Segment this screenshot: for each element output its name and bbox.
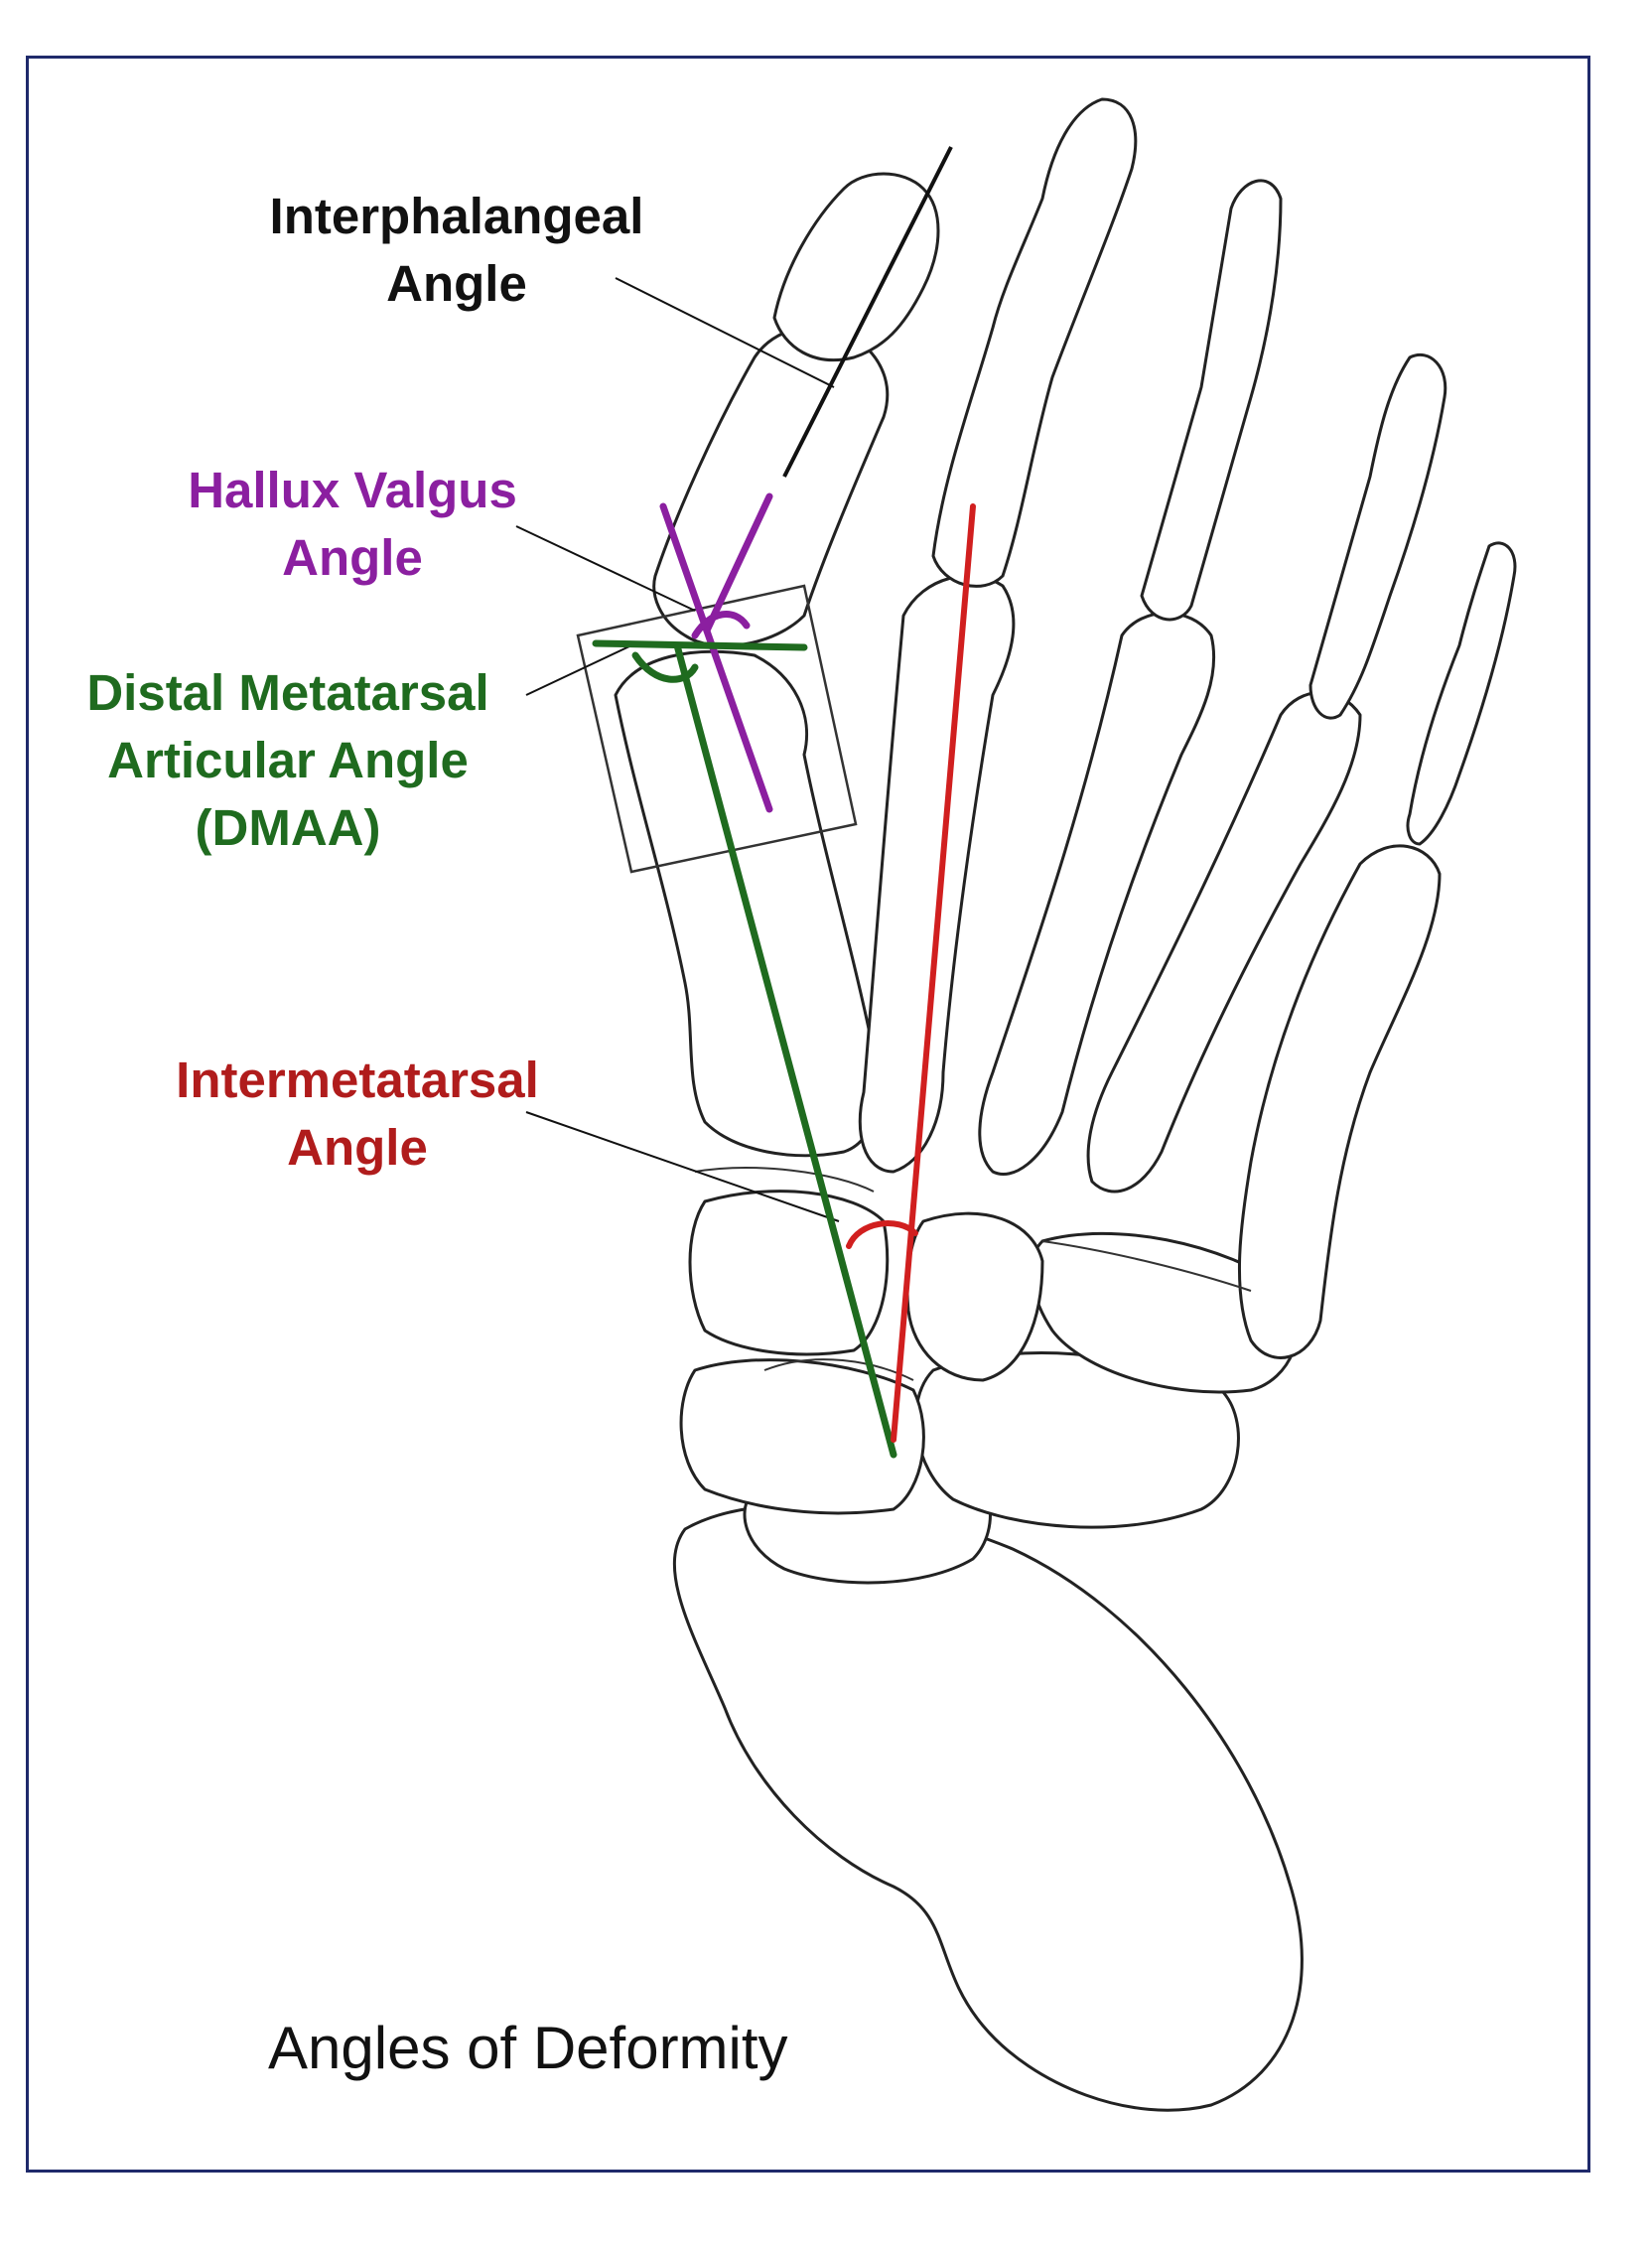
hallux-valgus-angle-label: Hallux Valgus Angle	[129, 457, 576, 592]
cuboid-bone	[1030, 1231, 1301, 1394]
intermetatarsal-label-line1: Intermetatarsal	[176, 1052, 539, 1108]
hallux-valgus-metatarsal-axis	[659, 502, 773, 813]
medial-cuneiform-bone	[679, 1358, 925, 1515]
hallux-valgus-angle-arc	[691, 611, 751, 639]
calcaneus-bone	[672, 1502, 1304, 2112]
intermetatarsal-angle-arc	[846, 1220, 918, 1249]
hallux-valgus-label-line2: Angle	[282, 529, 423, 586]
intermetatarsal-angle-label: Intermetatarsal Angle	[109, 1047, 606, 1182]
intermediate-cuneiform-bone	[688, 1190, 890, 1356]
dmaa-label: Distal Metatarsal Articular Angle (DMAA)	[20, 659, 556, 862]
fifth-metatarsal-bone	[1237, 844, 1442, 1359]
fifth-toe-phalanges	[1406, 541, 1517, 846]
second-toe-phalanges	[931, 97, 1138, 588]
hallux-valgus-label-line1: Hallux Valgus	[188, 462, 517, 518]
dmaa-articular-line	[592, 639, 808, 651]
third-metatarsal-bone	[978, 612, 1216, 1176]
dmaa-metatarsal-axis	[673, 641, 897, 1459]
interphalangeal-angle-label: Interphalangeal Angle	[199, 183, 715, 318]
dmaa-label-line3: (DMAA)	[195, 799, 381, 856]
hallux-valgus-pointer-line	[515, 525, 696, 612]
hallux-valgus-phalanx-axis	[703, 492, 773, 634]
dmaa-label-line2: Articular Angle	[107, 732, 469, 788]
interphalangeal-label-line1: Interphalangeal	[269, 188, 644, 244]
intermetatarsal-second-axis	[891, 503, 976, 1443]
interphalangeal-axis-line	[782, 146, 953, 478]
third-toe-phalanges	[1140, 179, 1283, 622]
interphalangeal-label-line2: Angle	[386, 255, 527, 312]
dmaa-detail-box	[576, 584, 858, 874]
intermetatarsal-label-line2: Angle	[287, 1119, 428, 1176]
interphalangeal-pointer-line	[615, 277, 835, 388]
second-metatarsal-bone	[858, 574, 1016, 1174]
dmaa-pointer-line	[525, 644, 632, 696]
intermetatarsal-pointer-line	[525, 1111, 840, 1222]
diagram-caption: Angles of Deformity	[268, 2015, 788, 2081]
dmaa-angle-arc	[631, 651, 699, 683]
fourth-metatarsal-bone	[1086, 691, 1362, 1194]
hallux-proximal-phalanx	[652, 326, 890, 647]
fourth-toe-phalanges	[1308, 352, 1447, 720]
dmaa-label-line1: Distal Metatarsal	[86, 664, 489, 721]
